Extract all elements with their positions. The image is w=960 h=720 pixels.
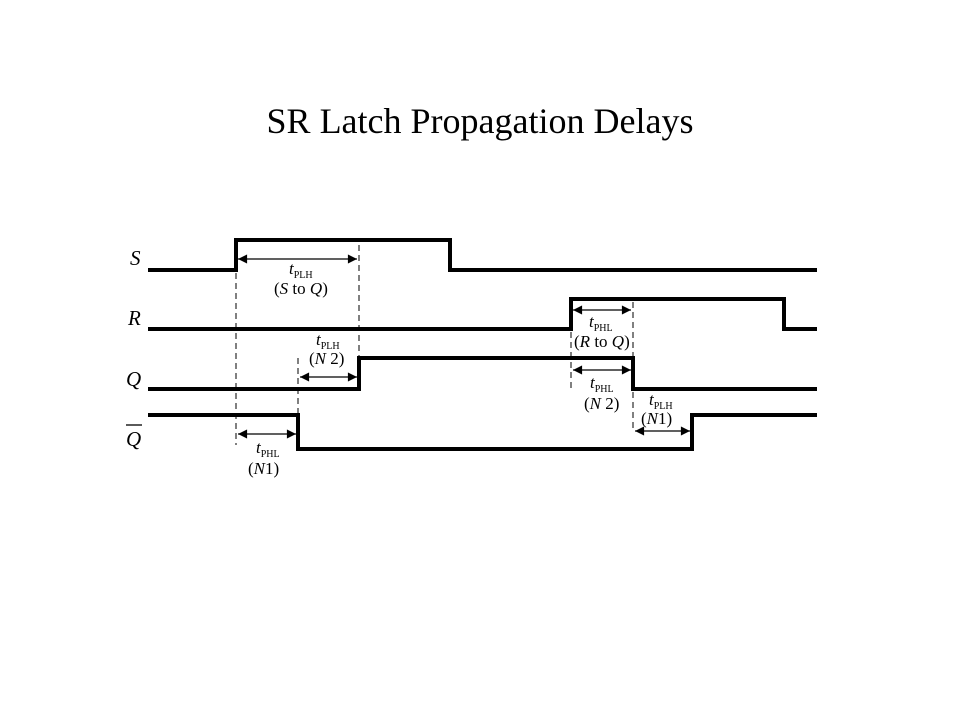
signal-label-r: R (127, 306, 141, 330)
svg-text:tPLH: tPLH (316, 330, 340, 352)
svg-text:tPLH: tPLH (289, 259, 313, 281)
annotation-tplh-s-to-q: tPLH (S to Q) (274, 259, 328, 298)
signal-label-s: S (130, 246, 141, 270)
svg-text:(N1): (N1) (641, 409, 672, 428)
waveform-q-bar (148, 413, 817, 451)
svg-text:(S to Q): (S to Q) (274, 279, 328, 298)
waveform-s (148, 238, 817, 272)
svg-text:(N 2): (N 2) (309, 349, 344, 368)
waveform-r (148, 297, 817, 331)
annotation-tphl-n2: tPHL (N 2) (584, 373, 619, 413)
svg-text:(N1): (N1) (248, 459, 279, 478)
svg-text:tPHL: tPHL (256, 438, 280, 460)
svg-text:tPLH: tPLH (649, 390, 673, 412)
annotation-tplh-n1: tPLH (N1) (641, 390, 673, 428)
svg-text:tPHL: tPHL (590, 373, 614, 395)
svg-text:(R to Q): (R to Q) (574, 332, 630, 351)
waveform-q (148, 356, 817, 391)
annotation-tphl-n1: tPHL (N1) (248, 438, 280, 478)
signal-label-q-bar: Q (126, 427, 141, 451)
svg-text:(N 2): (N 2) (584, 394, 619, 413)
annotation-tplh-n2: tPLH (N 2) (309, 330, 344, 368)
diagram-title: SR Latch Propagation Delays (266, 101, 694, 141)
svg-text:tPHL: tPHL (589, 312, 613, 334)
signal-label-q: Q (126, 367, 141, 391)
annotation-tphl-r-to-q: tPHL (R to Q) (574, 312, 630, 351)
